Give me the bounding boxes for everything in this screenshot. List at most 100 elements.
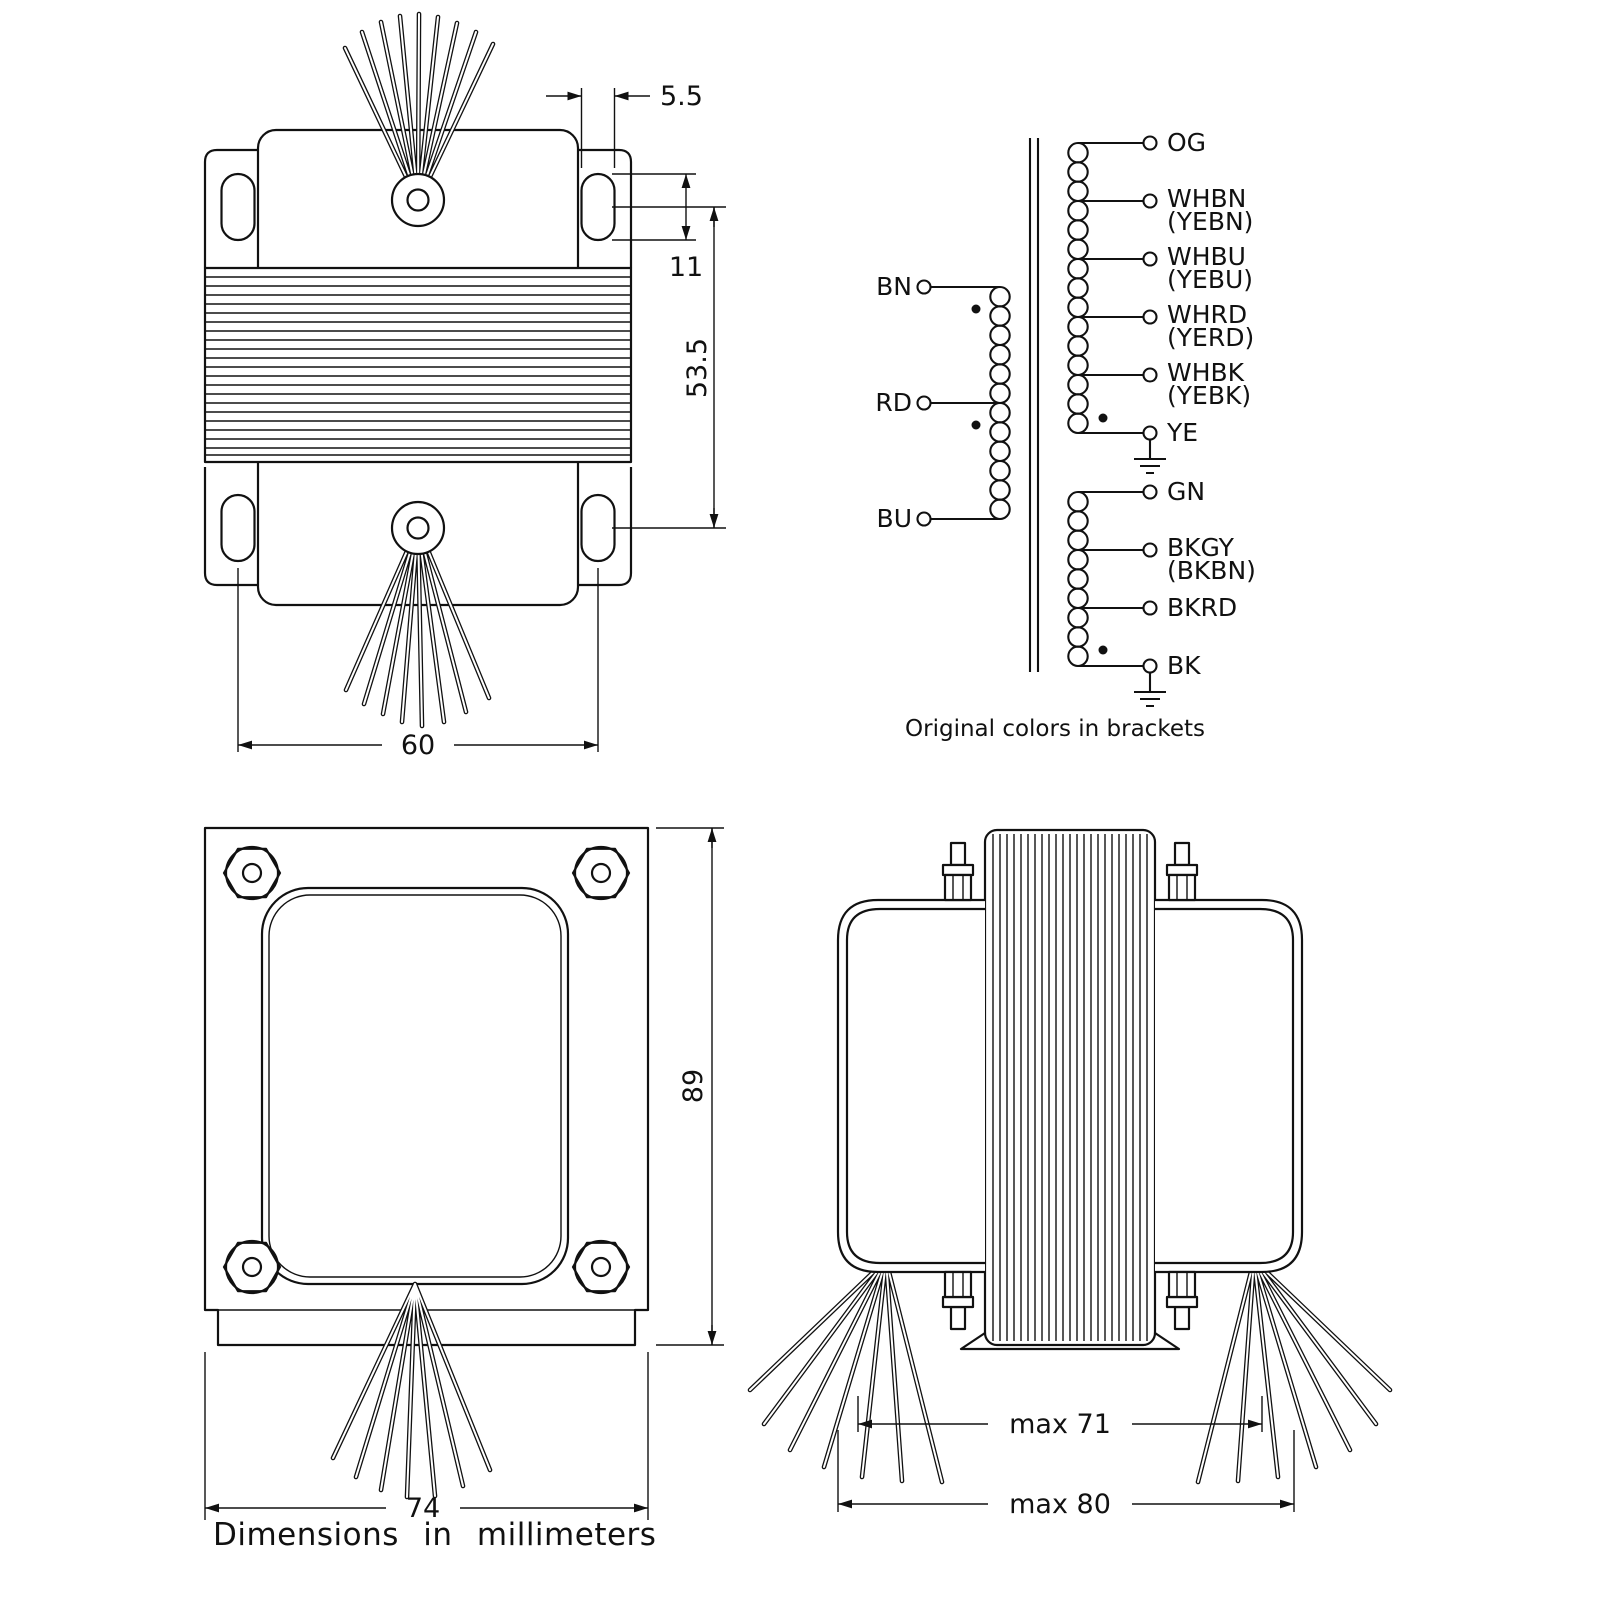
terminal-og — [1142, 135, 1158, 151]
clamp-bolt — [941, 841, 975, 902]
mounting-tab-top-left — [203, 148, 264, 270]
secondary-coil-segment — [1067, 199, 1089, 261]
terminal-whbk — [1142, 367, 1158, 383]
secondary-tap-wires — [1078, 141, 1144, 668]
label-rd: RD — [875, 388, 912, 417]
cover-face-inner-line — [268, 894, 562, 1278]
corner-bolt — [571, 845, 631, 901]
dim-label-60: 60 — [401, 730, 435, 761]
dim-label-5-5: 5.5 — [660, 81, 703, 112]
label-bkgy: BKGY — [1167, 533, 1235, 562]
wiring-schematic: BN RD BU OG WHBN (YEBN) WHBU (YEBU) WHRD… — [875, 128, 1256, 742]
wire-bundle-front — [330, 1281, 493, 1500]
secondary-coil-segment — [1067, 257, 1089, 319]
clamp-bolt — [941, 1270, 975, 1331]
primary-tap-wires — [930, 285, 1000, 521]
label-gn: GN — [1167, 477, 1205, 506]
dimension-center-spacing-horizontal: 60 — [237, 568, 599, 761]
phase-dot — [971, 304, 981, 314]
label-ye: YE — [1166, 418, 1198, 447]
label-bkrd: BKRD — [1167, 593, 1237, 622]
wire-bundle-top — [342, 11, 496, 205]
terminal-bkgy — [1142, 542, 1158, 558]
label-bu: BU — [877, 504, 912, 533]
mounting-tab-bottom-left — [203, 465, 264, 587]
schematic-note: Original colors in brackets — [905, 716, 1205, 742]
label-whrd: WHRD — [1167, 300, 1247, 329]
terminal-whbu — [1142, 251, 1158, 267]
ground-symbol-ye — [1134, 439, 1166, 475]
label-bkgy-alt: (BKBN) — [1167, 556, 1256, 585]
wire-bundle-side-left — [747, 1257, 945, 1485]
dim-label-89: 89 — [678, 1069, 709, 1103]
label-whbu: WHBU — [1167, 242, 1246, 271]
phase-dot — [1098, 645, 1108, 655]
terminal-bk — [1142, 658, 1158, 674]
dim-label-max-80: max 80 — [1009, 1489, 1111, 1520]
mounting-plate — [203, 826, 650, 1347]
bell-cover-right — [1153, 898, 1304, 1274]
terminal-whrd — [1142, 309, 1158, 325]
clamp-bolt — [1165, 1270, 1199, 1331]
core-lines — [1028, 138, 1040, 672]
phase-dot — [971, 420, 981, 430]
corner-bolt — [222, 1239, 282, 1295]
terminal-bu — [916, 511, 932, 527]
label-whbk-alt: (YEBK) — [1167, 381, 1251, 410]
label-whbn-alt: (YEBN) — [1167, 207, 1253, 236]
dimension-width: 74 — [204, 1352, 649, 1524]
secondary-coil-segment — [1067, 373, 1089, 435]
label-bk: BK — [1167, 651, 1201, 680]
front-view: 89 74 — [203, 826, 724, 1524]
terminal-rd — [916, 395, 932, 411]
label-whrd-alt: (YERD) — [1167, 323, 1254, 352]
label-whbk: WHBK — [1167, 358, 1245, 387]
primary-coil-2 — [989, 401, 1011, 521]
stack-lamination-lines — [992, 834, 1148, 1341]
secondary-coil-segment — [1067, 606, 1089, 668]
mounting-tab-top-right — [572, 148, 633, 270]
secondary-coil-segment — [1067, 490, 1089, 552]
primary-coil-1 — [989, 285, 1011, 405]
caption: Dimensions in millimeters — [213, 1517, 656, 1553]
secondary-coil-segment — [1067, 548, 1089, 610]
label-whbu-alt: (YEBU) — [1167, 265, 1253, 294]
secondary-coil-segment — [1067, 315, 1089, 377]
label-bn: BN — [876, 272, 912, 301]
top-view: 5.5 11 53.5 60 — [203, 11, 726, 761]
ground-symbol-bk — [1134, 672, 1166, 708]
dimension-slot-length: 11 — [612, 173, 703, 283]
side-view: max 71 max 80 — [747, 828, 1393, 1520]
dimension-slot-width: 5.5 — [546, 81, 703, 168]
terminal-bkrd — [1142, 600, 1158, 616]
dim-label-max-71: max 71 — [1009, 1409, 1111, 1440]
wire-bundle-side-right — [1195, 1257, 1393, 1485]
terminal-bn — [916, 279, 932, 295]
wire-bundle-bottom — [343, 523, 492, 729]
label-whbn: WHBN — [1167, 184, 1246, 213]
dimension-height: 89 — [656, 827, 724, 1346]
terminal-ye — [1142, 425, 1158, 441]
wire-grommet-top — [390, 172, 446, 228]
mounting-tab-bottom-right — [572, 465, 633, 587]
wire-grommet-bottom — [390, 500, 446, 556]
dim-label-11: 11 — [669, 252, 703, 283]
base-flange — [959, 1331, 1181, 1351]
dim-label-74: 74 — [406, 1493, 440, 1524]
dimension-core-width: max 71 — [857, 1396, 1263, 1440]
terminal-whbn — [1142, 193, 1158, 209]
dimension-overall-width: max 80 — [837, 1430, 1295, 1520]
lamination-band — [203, 266, 633, 464]
dimension-center-spacing-vertical: 53.5 — [612, 206, 726, 529]
terminal-gn — [1142, 484, 1158, 500]
clamp-bolt — [1165, 841, 1199, 902]
label-og: OG — [1167, 128, 1206, 157]
bell-cover-left — [836, 898, 987, 1274]
lamination-lines — [206, 276, 630, 456]
corner-bolt — [222, 845, 282, 901]
phase-dot — [1098, 413, 1108, 423]
dim-label-53-5: 53.5 — [682, 338, 713, 398]
secondary-coil-segment — [1067, 141, 1089, 203]
